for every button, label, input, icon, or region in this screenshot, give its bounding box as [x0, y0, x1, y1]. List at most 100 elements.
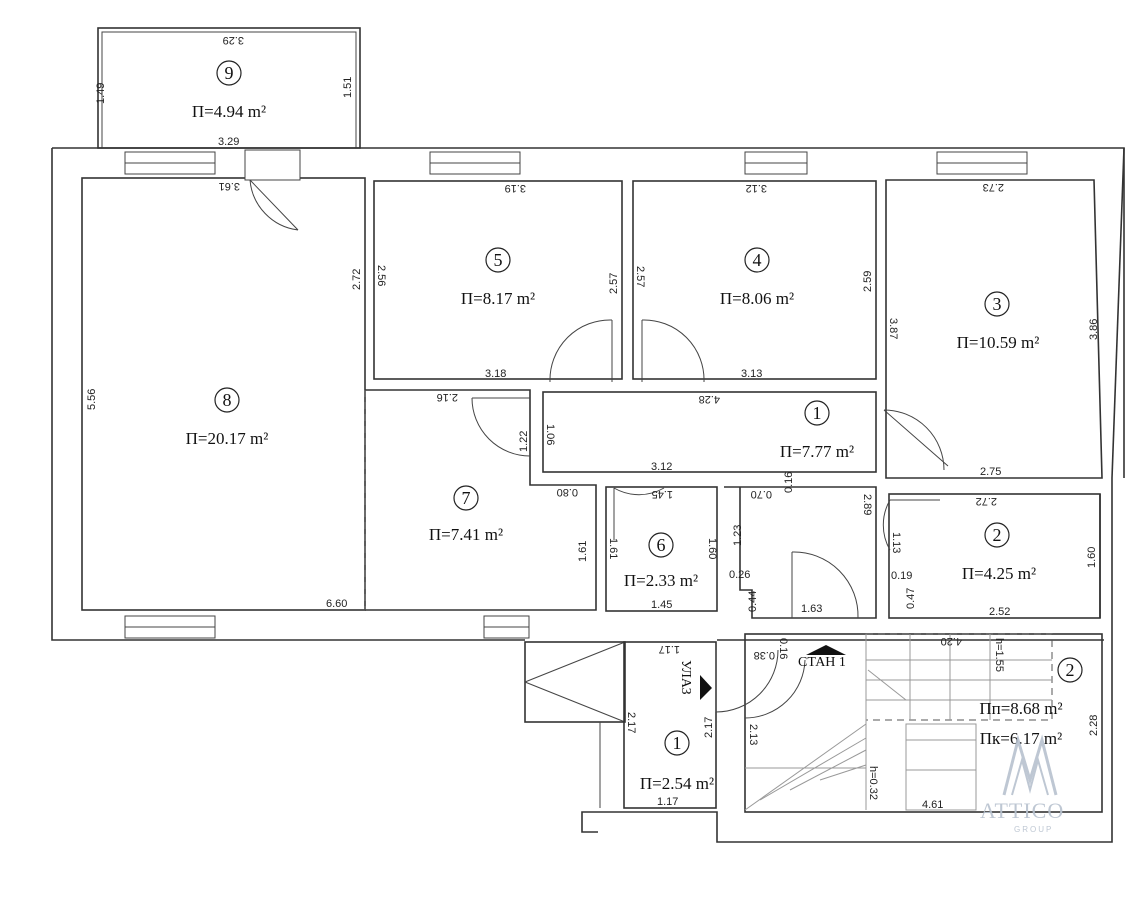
attico-logo: ATTICO GROUP [980, 734, 1064, 834]
dimensions: 3.29 1.49 1.51 3.29 3.61 2.72 5.56 6.60 … [86, 34, 1100, 811]
room-1-number: 1 [813, 403, 822, 423]
room-6-number: 6 [657, 535, 666, 555]
dim-h-070: 0.70 [751, 488, 772, 500]
dim-r2-047: 0.47 [905, 588, 917, 609]
room-6-circle [648, 532, 674, 558]
room-2-circle [984, 522, 1010, 548]
dim-r3-bottom: 2.75 [980, 466, 1001, 478]
dim-r1-left: 1.06 [544, 424, 556, 445]
dim-r6-left: 1.61 [607, 538, 619, 559]
dim-r1-c: 0.16 [783, 472, 795, 493]
room-areas: П=4.94 m² П=8.17 m² П=8.06 m² П=10.59 m²… [186, 102, 1063, 793]
room-8-area: П=20.17 m² [186, 429, 269, 448]
room-8-circle [214, 387, 240, 413]
dim-r7-right: 1.61 [577, 541, 589, 562]
windows [124, 149, 1028, 639]
room-1b-area: П=2.54 m² [640, 774, 714, 793]
dim-r2-019: 0.19 [891, 570, 912, 582]
dim-s-016: 0.16 [777, 638, 789, 659]
dim-h-026: 0.26 [729, 569, 750, 581]
dim-h-123: 1.23 [732, 525, 744, 546]
dim-r8-bottom: 6.60 [326, 598, 347, 610]
dim-h-163: 1.63 [801, 603, 822, 615]
dim-r5-left: 2.56 [375, 265, 387, 286]
dim-r6-right: 1.60 [706, 538, 718, 559]
room-1b-circle [664, 730, 690, 756]
dim-r9-left: 1.49 [95, 83, 107, 104]
dim-r4-right: 2.59 [862, 271, 874, 292]
outer-walls [51, 147, 1125, 843]
dim-r9-right: 1.51 [342, 77, 354, 98]
dim-r8-top: 3.61 [219, 180, 240, 192]
dim-h-289: 2.89 [861, 494, 873, 515]
logo-mark-icon [1002, 734, 1058, 796]
room-7-number: 7 [462, 488, 471, 508]
dim-r8-left: 5.56 [86, 389, 98, 410]
apartment-label: СТАН 1 [798, 655, 846, 670]
dim-r3-top: 2.73 [983, 181, 1004, 193]
dim-e-bottom: 1.17 [657, 796, 678, 808]
dim-r5-right: 2.57 [608, 273, 620, 294]
room-2b-number: 2 [1066, 660, 1075, 680]
dim-r6-top: 1.45 [652, 488, 673, 500]
room-2b-area: Пп=8.68 m² [979, 699, 1062, 718]
dim-s-h032: h=0.32 [867, 766, 879, 800]
room-9-circle [216, 60, 242, 86]
logo-name: ATTICO [980, 798, 1064, 823]
room-8-number: 8 [223, 390, 232, 410]
dim-r9-bottom: 3.29 [218, 136, 239, 148]
dim-s-038: 0.38 [754, 649, 775, 661]
room-7-area: П=7.41 m² [429, 525, 503, 544]
dim-r4-bottom: 3.13 [741, 368, 762, 380]
room-2-area: П=4.25 m² [962, 564, 1036, 583]
room-4-area: П=8.06 m² [720, 289, 794, 308]
dim-r2-bottom: 2.52 [989, 606, 1010, 618]
dim-r1-top: 4.28 [699, 393, 720, 405]
dim-s-213: 2.13 [747, 724, 759, 745]
room-1-area: П=7.77 m² [780, 442, 854, 461]
dim-r4-top: 3.12 [746, 182, 767, 194]
entry-marker-icon [806, 645, 846, 655]
dim-s-461: 4.61 [922, 799, 943, 811]
room-markers: 9 5 4 3 8 1 7 6 2 2 1 [214, 60, 1083, 756]
dim-r1-bottom: 3.12 [651, 461, 672, 473]
dim-h-044: 0.44 [747, 591, 759, 612]
dim-r2-left: 1.13 [890, 532, 902, 553]
logo-sub: GROUP [1014, 825, 1053, 834]
dim-r4-left: 2.57 [634, 266, 646, 287]
dim-r2-right: 1.60 [1086, 547, 1098, 568]
room-1b-number: 1 [673, 733, 682, 753]
dim-r2-top: 2.72 [976, 495, 997, 507]
room-9-area: П=4.94 m² [192, 102, 266, 121]
doors [249, 179, 949, 719]
room-4-number: 4 [753, 250, 762, 270]
dim-r7-top: 2.16 [437, 391, 458, 403]
entry-arrow-icon [700, 675, 712, 700]
room-5-circle [485, 247, 511, 273]
dim-s-228: 2.28 [1088, 715, 1100, 736]
dim-e-right: 2.17 [703, 717, 715, 738]
dim-r3-left: 3.87 [887, 318, 899, 339]
room-2-number: 2 [993, 525, 1002, 545]
interior-walls [81, 177, 1103, 619]
room-4-circle [744, 247, 770, 273]
dim-r5-top: 3.19 [505, 182, 526, 194]
dim-r8-right: 2.72 [351, 269, 363, 290]
room-3-number: 3 [993, 294, 1002, 314]
dim-s-h155: h=1.55 [993, 638, 1005, 672]
dim-r7-a: 1.22 [518, 431, 530, 452]
room-7-circle [453, 485, 479, 511]
room-5-area: П=8.17 m² [461, 289, 535, 308]
dim-r7-b: 0.80 [557, 486, 578, 498]
dim-r3-right: 3.86 [1088, 319, 1100, 340]
dim-r5-bottom: 3.18 [485, 368, 506, 380]
dim-s-420: 4.20 [941, 635, 962, 647]
entrance-area [524, 633, 1103, 813]
room-1-circle [804, 400, 830, 426]
dim-r6-bottom: 1.45 [651, 599, 672, 611]
room-6-area: П=2.33 m² [624, 571, 698, 590]
room-3-circle [984, 291, 1010, 317]
room-5-number: 5 [494, 250, 503, 270]
entrance-label: УЛАЗ [678, 660, 693, 695]
